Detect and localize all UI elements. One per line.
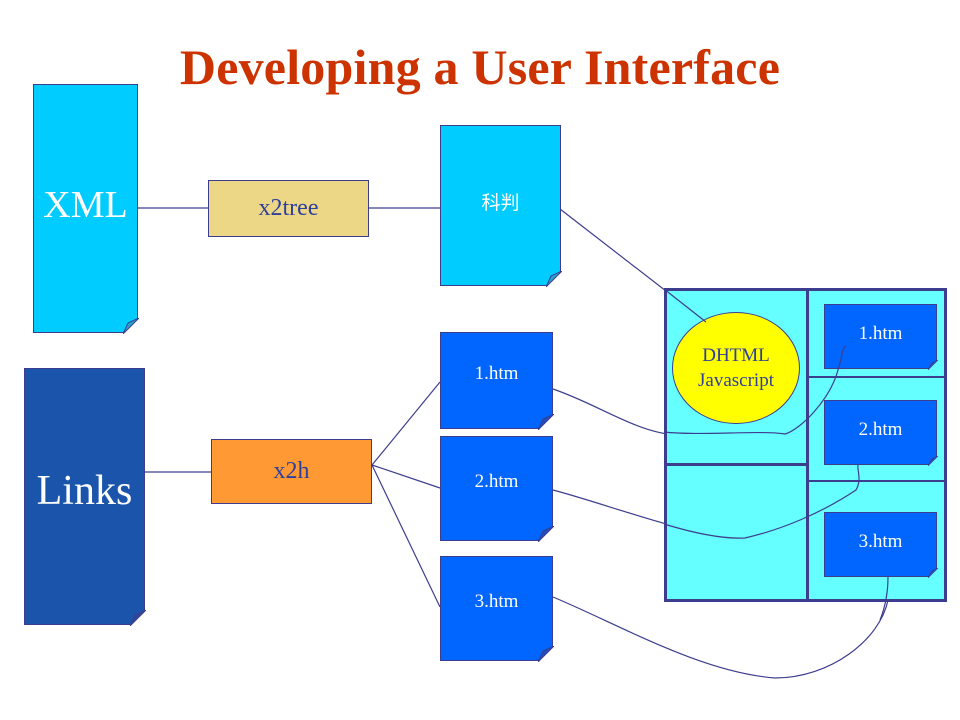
frame-page-label: 3.htm bbox=[858, 531, 903, 552]
x2h-to-1htm-line bbox=[371, 381, 441, 466]
page-fold-icon bbox=[928, 360, 938, 370]
slide-title: Developing a User Interface bbox=[179, 39, 781, 95]
page-fold-icon bbox=[538, 646, 554, 662]
htm-doc-label: 2.htm bbox=[474, 471, 519, 492]
page-fold-icon bbox=[123, 318, 139, 334]
links-label: Links bbox=[36, 468, 133, 514]
page-fold-icon bbox=[130, 610, 146, 626]
ellipse-line-1: DHTML bbox=[702, 345, 770, 366]
frame-page-2: 2.htm bbox=[824, 400, 938, 466]
frame-page-1: 1.htm bbox=[824, 304, 938, 370]
frame-page-3: 3.htm bbox=[824, 512, 938, 578]
x2h-to-2htm-line bbox=[371, 464, 441, 489]
frame-divider bbox=[809, 480, 944, 482]
page-fold-icon bbox=[928, 456, 938, 466]
x2h-label: x2h bbox=[273, 458, 310, 484]
frame-page-label: 1.htm bbox=[858, 323, 903, 344]
page-fold-icon bbox=[928, 568, 938, 578]
x2tree-label: x2tree bbox=[258, 195, 319, 221]
htm-document-2: 2.htm bbox=[440, 436, 554, 542]
frame-divider bbox=[809, 376, 944, 378]
xml-document: XML bbox=[33, 84, 139, 334]
htm-document-3: 3.htm bbox=[440, 556, 554, 662]
x2tree-box: x2tree bbox=[208, 180, 369, 237]
links-document: Links bbox=[24, 368, 146, 626]
x2h-box: x2h bbox=[211, 439, 372, 504]
htm-doc-label: 3.htm bbox=[474, 591, 519, 612]
ellipse-line-2: Javascript bbox=[698, 370, 774, 391]
htm-document-1: 1.htm bbox=[440, 332, 554, 430]
x2h-to-3htm-line bbox=[371, 464, 441, 608]
frame-bottom-left bbox=[664, 463, 809, 602]
page-fold-icon bbox=[538, 526, 554, 542]
page-fold-icon bbox=[538, 414, 554, 430]
xml-label: XML bbox=[43, 184, 128, 226]
frame-page-label: 2.htm bbox=[858, 419, 903, 440]
page-fold-icon bbox=[546, 271, 562, 287]
tree-doc-label: 科判 bbox=[481, 192, 520, 214]
dhtml-javascript-ellipse: DHTML Javascript bbox=[672, 312, 800, 424]
htm-doc-label: 1.htm bbox=[474, 363, 519, 384]
tree-document: 科判 bbox=[440, 125, 562, 287]
